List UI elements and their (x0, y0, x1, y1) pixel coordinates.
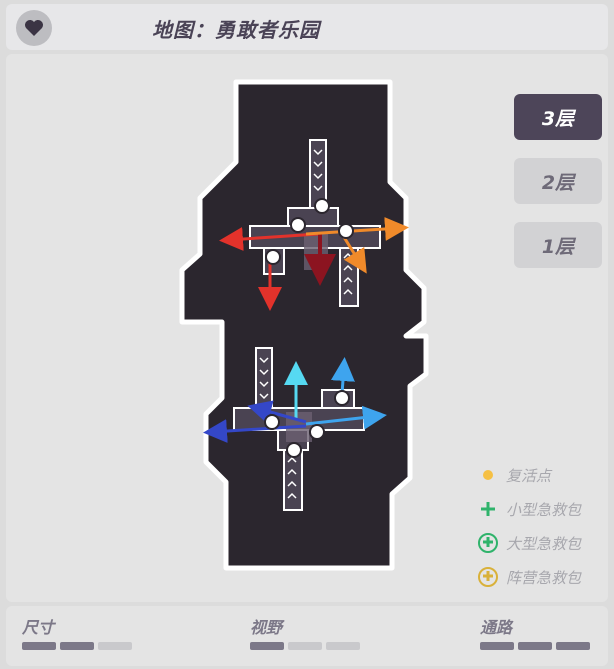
spawn-points (264, 198, 354, 458)
legend-label: 复活点 (506, 466, 552, 485)
map-panel: 3层 2层 1层 复活点 小型急救包 大型急救包 阵营急救包 (6, 54, 608, 602)
stat-level-segment (518, 642, 552, 650)
legend-respawn: 复活点 (476, 462, 551, 488)
stat-level-segment (480, 642, 514, 650)
lower-route-arrows (203, 357, 387, 444)
spawn-point (314, 198, 330, 214)
floor-button-2[interactable]: 2层 (514, 158, 602, 204)
map-drawing (179, 79, 429, 571)
stat-level-segment (326, 642, 360, 650)
floor-button-1[interactable]: 1层 (514, 222, 602, 268)
stat-vision: 视野 (250, 614, 360, 650)
legend-label: 小型急救包 (506, 500, 582, 519)
stat-label: 尺寸 (22, 618, 55, 637)
spawn-point (309, 424, 325, 440)
stat-level-segment (250, 642, 284, 650)
map-title: 地图：勇敢者乐园 (152, 18, 320, 42)
stat-label: 视野 (250, 618, 283, 637)
legend-label: 阵营急救包 (506, 568, 582, 587)
spawn-point (265, 249, 281, 265)
spawn-point (334, 390, 350, 406)
legend-large-medkit: 大型急救包 (476, 530, 581, 556)
floor-button-3[interactable]: 3层 (514, 94, 602, 140)
heart-icon (25, 20, 43, 36)
plus-icon (476, 497, 500, 521)
stat-size: 尺寸 (22, 614, 132, 650)
stat-level-segment (22, 642, 56, 650)
medkit-team-icon (476, 565, 500, 589)
stat-level-segment (60, 642, 94, 650)
stat-label: 通路 (480, 618, 513, 637)
title-bar: 地图：勇敢者乐园 (6, 4, 608, 50)
map-floor-outline (179, 79, 429, 571)
stat-level-bars (480, 642, 590, 650)
stat-level-bars (250, 642, 360, 650)
stats-bar: 尺寸 视野 通路 (6, 606, 608, 666)
legend-label: 大型急救包 (506, 534, 582, 553)
stat-level-segment (98, 642, 132, 650)
stat-level-segment (288, 642, 322, 650)
medkit-large-icon (476, 531, 500, 555)
stat-paths: 通路 (480, 614, 590, 650)
spawn-point (264, 414, 280, 430)
legend-small-medkit: 小型急救包 (476, 496, 581, 522)
spawn-point (338, 223, 354, 239)
stat-level-segment (556, 642, 590, 650)
favorite-button[interactable] (16, 10, 52, 46)
stat-level-bars (22, 642, 132, 650)
legend-team-medkit: 阵营急救包 (476, 564, 581, 590)
spawn-point (290, 217, 306, 233)
respawn-dot-icon (476, 463, 500, 487)
spawn-point (286, 442, 302, 458)
